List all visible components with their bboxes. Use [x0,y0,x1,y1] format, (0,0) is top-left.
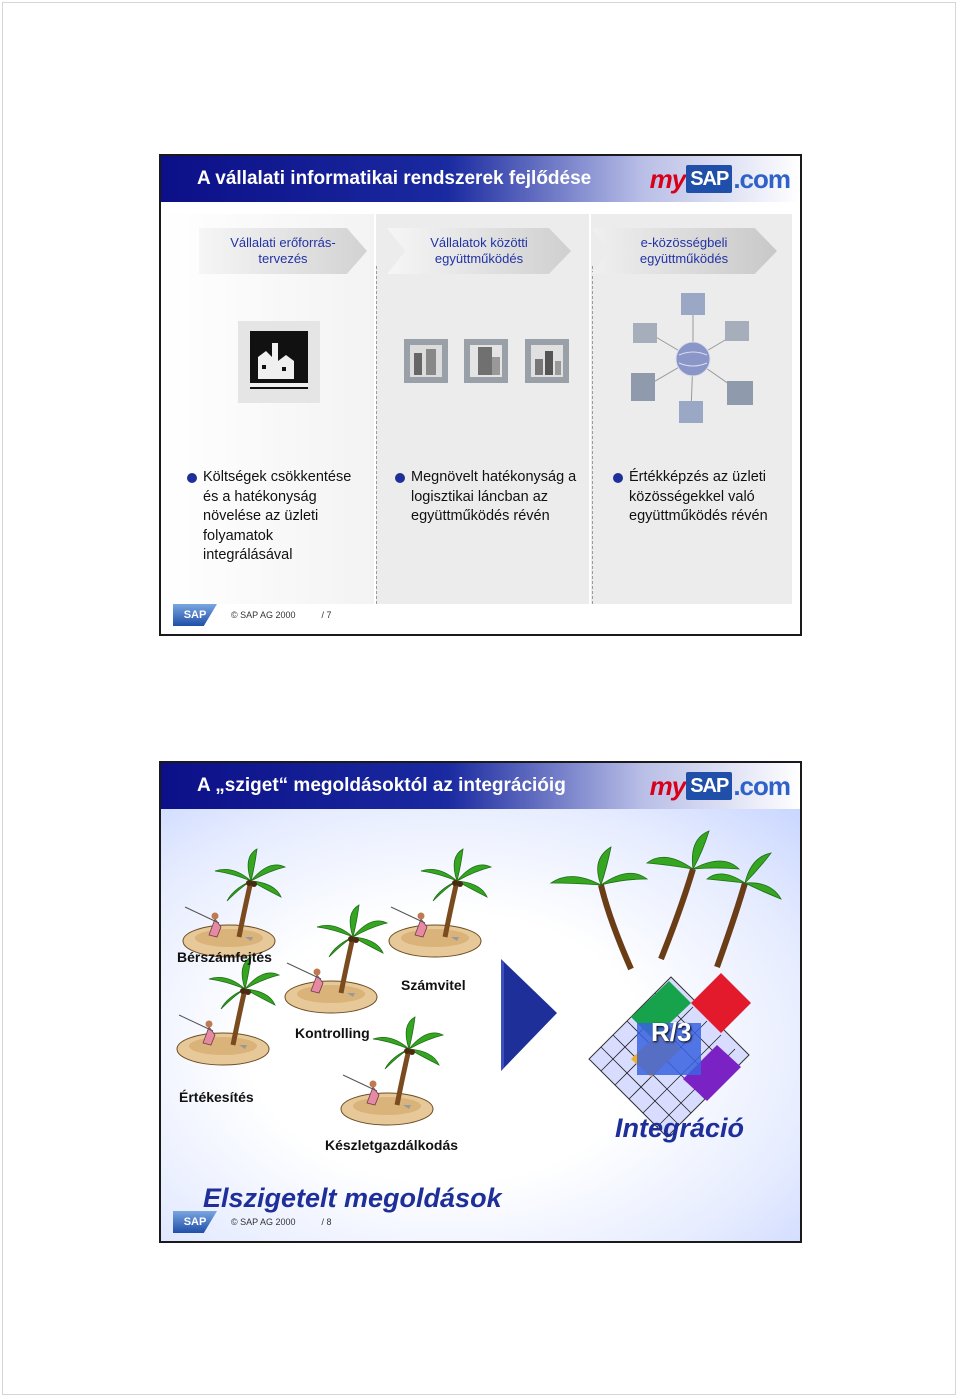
stage-arrow-1: Vállalati erőforrás- tervezés [199,228,367,274]
island-label-sales: Értékesítés [179,1089,254,1105]
e-community-network-image [627,291,759,431]
bullet-logistics-efficiency: Megnövelt hatékonyság a logisztikai lánc… [395,468,591,527]
island-label-accounting: Számvitel [401,977,466,993]
stage-arrow-3: e-közösségbeli együttműködés [591,228,777,274]
slide-title: A „sziget“ megoldásoktól az integrációig [197,775,566,796]
column-divider [376,266,377,604]
slide-title-bar: A vállalati informatikai rendszerek fejl… [161,156,800,202]
factory-image [238,321,320,403]
city-image [525,339,569,383]
column-bg-1 [161,214,374,604]
slide-title: A vállalati informatikai rendszerek fejl… [197,168,592,189]
slide-7: A vállalati informatikai rendszerek fejl… [159,154,802,636]
tower-image [464,339,508,383]
bullet-value-creation: Értékképzés az üzleti közösségekkel való… [613,468,800,527]
stage-label: Vállalatok közötti együttműködés [430,235,528,266]
bullet-cost-reduction: Költségek csökkentése és a hatékonyság n… [187,468,363,566]
r3-integration-graphic [549,830,782,1138]
island-label-payroll: Bérszámfejtés [177,949,272,965]
building-image [404,339,448,383]
copyright: © SAP AG 2000 [231,610,296,620]
page-number: / 7 [321,610,332,620]
column-divider [592,266,593,604]
integration-caption: Integráció [615,1113,745,1143]
slide-title-bar: A „sziget“ megoldásoktól az integrációig… [161,763,800,809]
column-bg-2 [376,214,589,604]
stage-arrow-2: Vállalatok közötti együttműködés [387,228,571,274]
slide-footer: SAP © SAP AG 2000 / 7 [173,602,332,628]
islands-illustration [161,830,782,1138]
stage-label: Vállalati erőforrás- tervezés [230,235,336,266]
slide-footer: SAP © SAP AG 2000 / 8 [173,1209,332,1235]
sap-logo-icon: SAP [173,1211,217,1233]
isolated-solutions-caption: Elszigetelt megoldások [203,1183,502,1213]
sap-logo-icon: SAP [173,604,217,626]
copyright: © SAP AG 2000 [231,1217,296,1227]
r3-label: R/3 [651,1017,692,1047]
slide-8: A „sziget“ megoldásoktól az integrációig… [159,761,802,1243]
island-label-inventory: Készletgazdálkodás [325,1137,459,1153]
page-number: / 8 [321,1217,332,1227]
stage-label: e-közösségbeli együttműködés [639,235,729,266]
island-label-controlling: Kontrolling [295,1025,370,1041]
